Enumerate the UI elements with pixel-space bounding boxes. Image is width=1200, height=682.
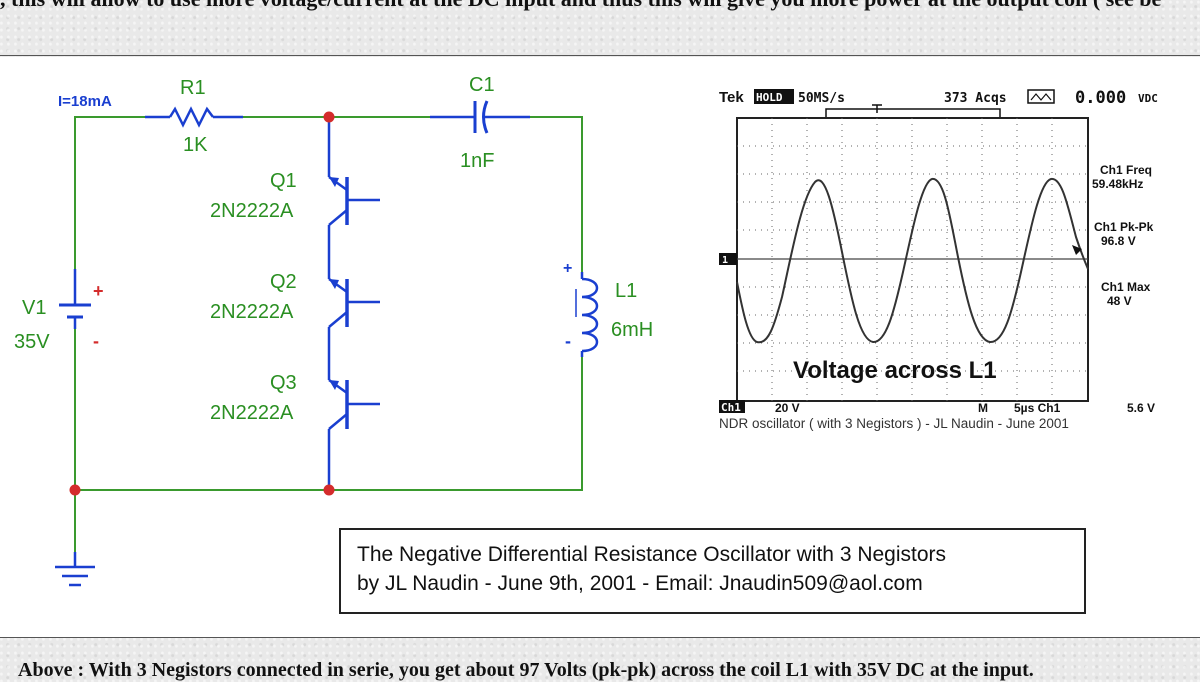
figure-top-rule <box>0 55 1200 56</box>
v1-minus-label: - <box>93 331 99 351</box>
v1-battery <box>59 269 91 329</box>
l1-name: L1 <box>615 280 637 302</box>
scope-ch-marker: 1 <box>722 255 728 266</box>
title-line-2: by JL Naudin - June 9th, 2001 - Email: J… <box>357 572 923 595</box>
scope-hold-badge-bg <box>754 89 794 104</box>
page-top-text: , this will allow to use more voltage/cu… <box>0 0 1200 12</box>
scope-coupling-icon <box>1027 89 1055 104</box>
v1-plus-label: + <box>93 281 104 301</box>
c1-value: 1nF <box>460 150 494 172</box>
scope-freq-label: Ch1 Freq <box>1100 163 1152 177</box>
q1-type: 2N2222A <box>210 200 294 222</box>
scope-ch-marker-bg <box>719 253 737 265</box>
q3-arrow <box>329 380 339 390</box>
title-line-1: The Negative Differential Resistance Osc… <box>357 543 947 566</box>
r1-resistor <box>145 106 243 128</box>
q1-arrow <box>329 177 339 187</box>
l1-inductor <box>575 272 599 357</box>
node-bottom-mid <box>323 484 335 496</box>
scope-bottom-volts: 20 V <box>775 401 800 415</box>
scope-waveform <box>736 178 1089 344</box>
q2-arrow <box>329 279 339 289</box>
ground-symbol <box>55 552 95 587</box>
figure-bottom-rule <box>0 637 1200 638</box>
page-bottom-text: Above : With 3 Negistors connected in se… <box>18 659 1034 681</box>
r1-value: 1K <box>183 134 208 156</box>
scope-trace-label: Voltage across L1 <box>793 357 997 384</box>
scope-bottom-ch-bg <box>719 400 745 413</box>
node-bottom-left <box>69 484 81 496</box>
q2-transistor <box>328 277 380 328</box>
q3-type: 2N2222A <box>210 402 294 424</box>
q2-type: 2N2222A <box>210 301 294 323</box>
oscilloscope-display: Tek HOLD 50MS/s 373 Acqs 0.000 VDC <box>719 88 1158 431</box>
scope-acqs: 373 Acqs <box>944 91 1007 106</box>
scope-dc-value: 0.000 <box>1075 88 1126 108</box>
q1-transistor <box>328 175 380 226</box>
scope-hold-badge: HOLD <box>756 91 783 104</box>
scope-max-value: 48 V <box>1107 294 1132 308</box>
junction-nodes <box>69 111 335 496</box>
l1-plus-label: + <box>563 260 572 277</box>
title-box: The Negative Differential Resistance Osc… <box>339 528 1086 614</box>
scope-brand: Tek <box>719 89 744 106</box>
q1-name: Q1 <box>270 170 297 192</box>
scope-trigger-bracket <box>825 104 1001 117</box>
l1-minus-label: - <box>565 331 571 351</box>
q3-name: Q3 <box>270 372 297 394</box>
scope-pkpk-value: 96.8 V <box>1101 234 1136 248</box>
scope-max-label: Ch1 Max <box>1101 280 1151 294</box>
scope-sample-rate: 50MS/s <box>798 91 845 106</box>
current-label: I=18mA <box>58 93 112 110</box>
v1-value: 35V <box>14 331 50 353</box>
l1-value: 6mH <box>611 319 653 341</box>
q2-name: Q2 <box>270 271 297 293</box>
scope-caption: NDR oscillator ( with 3 Negistors ) - JL… <box>719 416 1069 431</box>
scope-pkpk-label: Ch1 Pk-Pk <box>1094 220 1154 234</box>
scope-bottom-trig: 5.6 V <box>1127 401 1155 415</box>
scope-freq-value: 59.48kHz <box>1092 177 1143 191</box>
node-top <box>323 111 335 123</box>
q3-transistor <box>328 378 380 430</box>
scope-pk-marker <box>1072 245 1082 255</box>
circuit-schematic: I=18mA + - + - R1 1K C1 1nF V1 35V Q1 2N… <box>14 74 1158 587</box>
scope-bottom-ch: Ch1 <box>721 401 741 414</box>
scope-coupling-wave <box>1030 93 1052 101</box>
scope-bottom-m: M <box>978 401 988 415</box>
scope-dc-unit: VDC <box>1138 92 1158 105</box>
scope-bottom-time: 5µs Ch1 <box>1014 401 1061 415</box>
v1-name: V1 <box>22 297 46 319</box>
c1-name: C1 <box>469 74 495 96</box>
c1-capacitor <box>430 100 530 134</box>
r1-name: R1 <box>180 77 206 99</box>
